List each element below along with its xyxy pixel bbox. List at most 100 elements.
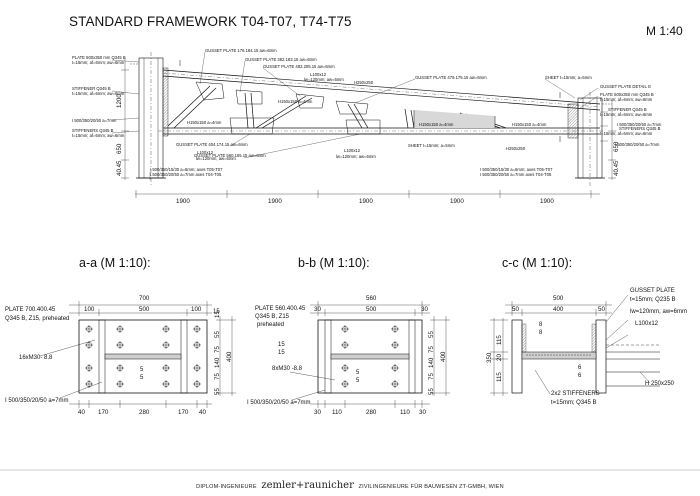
label-gusset-3: GUSSET PLATE 482.205.15 aw=6mm: [263, 64, 335, 69]
aa-bot-2: 170: [98, 409, 109, 416]
aa-bolts: 16xM30- 8.8: [19, 355, 53, 361]
bb-right-2: 75: [428, 346, 435, 353]
section-cc-labels: GUSSET PLATE t=15mm; Q235 B lw=120mm, aw…: [486, 288, 687, 406]
label-h150-b: H150x150 a=4mm: [278, 99, 313, 104]
section-aa-bolts: [85, 325, 201, 388]
cc-weld-a2: 8: [539, 330, 543, 336]
cc-stiffeners: 2x2 STIFFENERS: [551, 391, 600, 397]
label-column-left: I 500/350/20/50 a=7mm: [72, 118, 117, 123]
bb-bolts: 8xM30 -8.8: [272, 366, 303, 372]
bb-weld-b2: 5: [356, 378, 360, 384]
bb-weld-a: 15: [278, 342, 285, 348]
label-l100-bot1: L100x12: [197, 150, 214, 155]
aa-column: I 500/350/20/50 a=7mm: [5, 398, 69, 404]
main-scale: M 1:40: [646, 24, 683, 38]
label-l100-bot1-2: lw=120mm; aw=6mm: [196, 156, 236, 161]
aa-top-2: 500: [139, 306, 150, 313]
cc-weld-b: 6: [578, 365, 582, 371]
bb-right-total: 400: [440, 351, 447, 362]
bb-plate-3: preheated: [257, 322, 284, 328]
aa-right-total: 400: [226, 351, 233, 362]
label-stiffeners-left: STIFFENERS Q345 B: [72, 128, 114, 133]
label-stiffeners-left-2: t=15mm; af=6mm; aw=6mm: [72, 133, 125, 138]
dim-650: 650: [116, 143, 123, 154]
aa-weld-b: 5: [140, 367, 144, 373]
aa-top-3: 100: [191, 306, 202, 313]
aa-bot-5: 40: [199, 409, 206, 416]
footer: DIPLOM-INGENIEURE zemler+raunicher ZIVIL…: [0, 480, 700, 491]
cc-gusset-2: t=15mm; Q235 B: [630, 297, 676, 303]
bb-top-2: 500: [366, 306, 377, 313]
label-gusset-4: GUSSET PLATE 479.175.15 aw=6mm: [415, 75, 487, 80]
drawing-title: STANDARD FRAMEWORK T04-T07, T74-T75: [69, 14, 352, 29]
label-plate-right: PLATE 500x350 mm Q345 B: [600, 92, 654, 97]
aa-right-3: 140: [214, 357, 221, 368]
bb-bot-3: 280: [366, 409, 377, 416]
cc-top-total: 500: [553, 295, 564, 302]
footer-prefix: DIPLOM-INGENIEURE: [196, 484, 257, 490]
cc-top-2: 400: [553, 306, 564, 313]
label-plate-left: PLATE 500x350 mm Q345 B: [72, 55, 126, 60]
bb-plate: PLATE 560.400.45: [255, 306, 306, 312]
aa-plate-2: Q345 B, Z15, preheated: [5, 316, 69, 322]
label-h150-c: H150x150 a=4mm: [419, 122, 454, 127]
cc-weld-b2: 6: [578, 373, 582, 379]
label-column-left-bottom-2: I 500/350/20/50 a=7mm axes T04-T05: [150, 172, 222, 177]
label-h150-a: H150x150 a=4mm: [187, 120, 222, 125]
label-column-right-bottom: I 500/350/15/30 a=6mm; axes T05-T07: [480, 167, 553, 172]
aa-bot-4: 170: [178, 409, 189, 416]
label-l100-top-2: lw=120mm; aw=6mm: [304, 77, 344, 82]
label-stiffener-left: STIFFENER Q345 B: [72, 86, 111, 91]
top-chord: [162, 69, 601, 105]
cc-gusset: GUSSET PLATE: [630, 288, 675, 294]
aa-right-0: 15: [214, 311, 221, 318]
bb-top-3: 30: [421, 306, 428, 313]
section-bb-bolts: [341, 325, 399, 388]
section-aa-labels: PLATE 700.400.45 Q345 B, Z15, preheated …: [5, 295, 233, 416]
cc-h250: H 250x250: [645, 381, 675, 387]
label-h250-top: H250x250: [354, 80, 374, 85]
bb-top-1: 30: [314, 306, 321, 313]
cc-gusset-3: lw=120mm, aw=6mm: [630, 309, 687, 315]
dim-1200: 1200: [116, 94, 123, 108]
section-aa-drawing: [39, 301, 236, 408]
cc-left-2: 20: [496, 354, 503, 361]
label-h150-d: H150x150 a=4mm: [512, 122, 547, 127]
bb-bot-4: 110: [400, 409, 410, 416]
label-column-right-bottom-2: I 500/350/20/50 a=7mm axes T04-T05: [480, 172, 552, 177]
cc-weld-a: 8: [539, 322, 543, 328]
label-gusset-detail: GUSSET PLATE DETAIL G: [600, 84, 651, 89]
label-stiffeners-right-2: t=15mm; af=6mm; aw=6mm: [600, 131, 653, 136]
section-bb-labels: PLATE 560.400.45 Q345 B, Z15 preheated 8…: [247, 295, 447, 416]
label-stiffener-right-2: t=15mm; af=6mm; aw=6mm: [600, 112, 653, 117]
aa-weld-b2: 5: [140, 375, 144, 381]
label-column-right-3: I 500/350/20/50 a=7mm: [615, 142, 660, 147]
bb-right-5: 55: [428, 388, 435, 395]
dim-4045: 40.45: [116, 160, 123, 176]
aa-bot-1: 40: [78, 409, 85, 416]
bb-bot-1: 30: [314, 409, 321, 416]
bb-right-3: 140: [428, 357, 435, 368]
cc-top-1: 50: [512, 306, 519, 313]
bay-dim-2: 1900: [268, 198, 282, 205]
label-l100-bot2: L100x12: [344, 148, 361, 153]
diagonal-3: [347, 103, 363, 129]
cc-stiffeners-2: t=15mm; Q345 B: [551, 400, 597, 406]
bb-right-4: 75: [428, 373, 435, 380]
label-stiffeners-right: STIFFENERS Q345 B: [619, 126, 661, 131]
bb-top-total: 560: [366, 295, 377, 302]
section-bb-drawing: [289, 301, 450, 408]
bb-right-1: 55: [428, 331, 435, 338]
bay-dim-5: 1900: [540, 198, 554, 205]
cc-l100: L100x12: [635, 321, 659, 327]
bb-bot-2: 110: [332, 409, 342, 416]
section-cc-title: c-c (M 1:10):: [502, 256, 573, 270]
cc-left-total: 350: [486, 352, 493, 363]
cc-left-3: 115: [496, 372, 503, 382]
aa-right-5: 55: [214, 388, 221, 395]
label-sheet-top: SHEET t=15mm; a=5mm: [545, 75, 592, 80]
diagonal-1: [167, 85, 211, 127]
label-gusset-1: GUSSET PLATE 176.184.15 aw=6mm: [205, 48, 277, 53]
vertical-2: [404, 108, 409, 129]
